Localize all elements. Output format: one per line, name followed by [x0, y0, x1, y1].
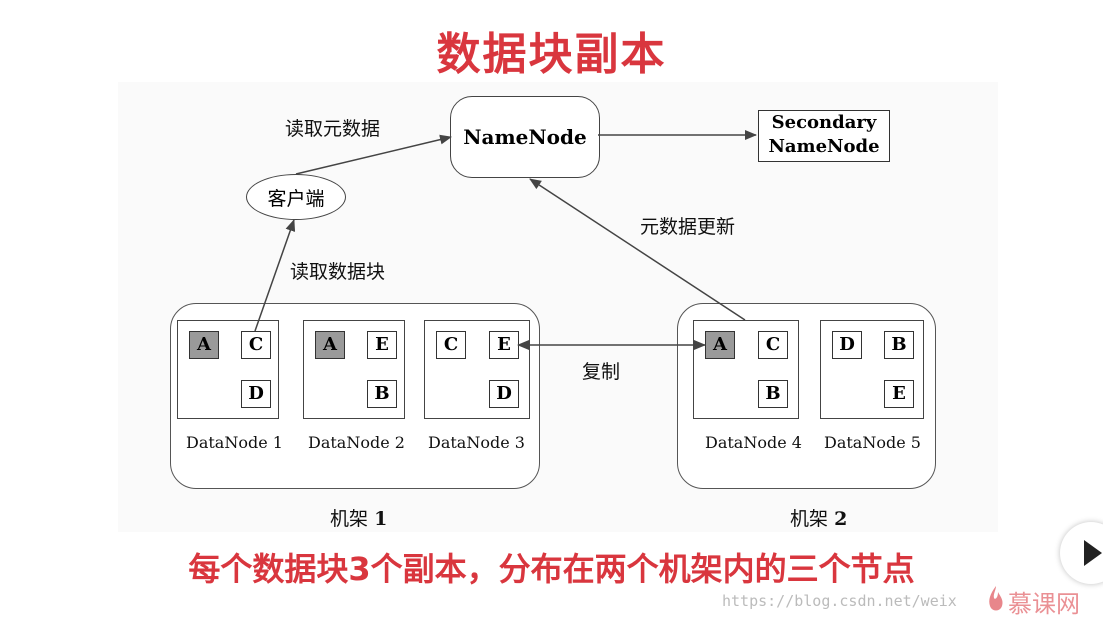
- arrow-metadata-update: [529, 178, 746, 321]
- secondary-label-line2: NameNode: [768, 136, 880, 157]
- block: B: [367, 380, 397, 408]
- edge-label-replicate: 复制: [582, 361, 621, 383]
- namenode-label: NameNode: [463, 125, 587, 149]
- edge-label-read-metadata: 读取元数据: [285, 118, 381, 140]
- block: D: [489, 380, 519, 408]
- block: B: [758, 380, 788, 408]
- block: D: [832, 331, 862, 359]
- datanode-label: DataNode 1: [186, 433, 283, 452]
- block: E: [884, 380, 914, 408]
- client-label: 客户端: [267, 187, 325, 210]
- block: B: [884, 331, 914, 359]
- datanode-label: DataNode 4: [705, 433, 802, 452]
- secondary-label-line1: Secondary: [771, 112, 877, 133]
- edge-label-read-block: 读取数据块: [290, 261, 386, 283]
- block: A: [315, 331, 345, 359]
- rack-1-label: 机架 1: [330, 508, 388, 530]
- datanode-label: DataNode 5: [824, 433, 921, 452]
- block: A: [189, 331, 219, 359]
- play-button[interactable]: [1060, 522, 1103, 584]
- play-icon: [1084, 540, 1102, 566]
- block: E: [367, 331, 397, 359]
- block: C: [758, 331, 788, 359]
- arrow-client-to-namenode: [295, 134, 452, 175]
- watermark-url: https://blog.csdn.net/weix: [722, 592, 957, 610]
- datanode-label: DataNode 3: [428, 433, 525, 452]
- edge-label-metadata-update: 元数据更新: [640, 216, 736, 238]
- block: C: [436, 331, 466, 359]
- block: A: [705, 331, 735, 359]
- brand-logo-text: 慕课网: [1008, 590, 1080, 618]
- caption: 每个数据块3个副本，分布在两个机架内的三个节点: [188, 550, 915, 588]
- arrow-datanode-to-client: [254, 219, 296, 332]
- rack-2-label: 机架 2: [790, 508, 848, 530]
- secondary-namenode-box: Secondary NameNode: [758, 110, 890, 162]
- flame-logo-icon: [989, 586, 1003, 611]
- client-ellipse: 客户端: [246, 174, 346, 220]
- namenode-box: NameNode: [450, 96, 600, 178]
- block: D: [241, 380, 271, 408]
- block: C: [241, 331, 271, 359]
- page-title: 数据块副本: [436, 29, 667, 80]
- datanode-label: DataNode 2: [308, 433, 405, 452]
- block: E: [489, 331, 519, 359]
